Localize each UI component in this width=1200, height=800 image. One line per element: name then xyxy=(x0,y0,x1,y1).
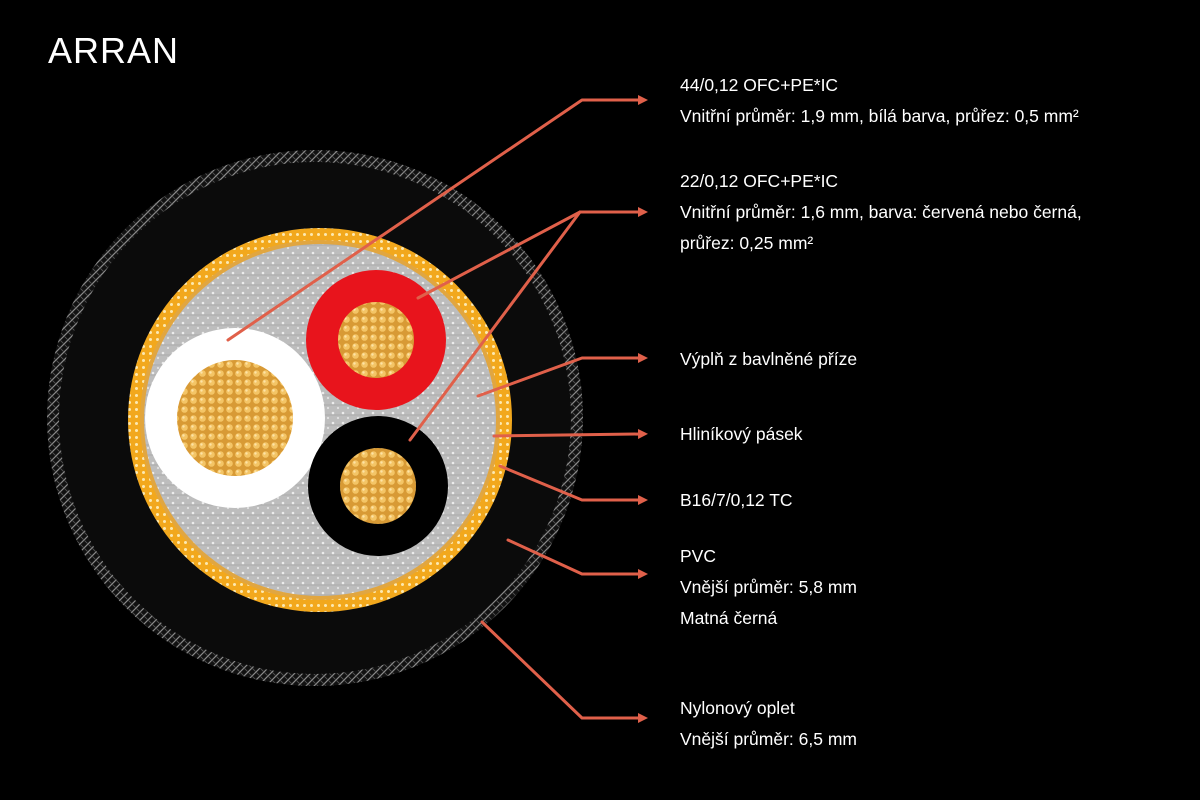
pointer-pvc-jacket xyxy=(506,538,648,579)
cable-section xyxy=(47,150,583,686)
label-line: Vnitřní průměr: 1,9 mm, bílá barva, průř… xyxy=(680,106,1079,126)
label-pvc-jacket: PVC Vnější průměr: 5,8 mm Matná černá xyxy=(680,541,857,634)
label-line: průřez: 0,25 mm² xyxy=(680,233,814,253)
pointer-cotton-filler xyxy=(476,353,648,398)
label-line: Vnitřní průměr: 1,6 mm, barva: červená n… xyxy=(680,202,1082,222)
label-cotton-filler: Výplň z bavlněné příze xyxy=(680,344,857,375)
white-conductor-core xyxy=(177,360,293,476)
label-nylon-braid: Nylonový oplet Vnější průměr: 6,5 mm xyxy=(680,693,857,755)
pointer-shield-braid xyxy=(498,464,648,505)
pointer-nylon-braid xyxy=(480,620,648,723)
label-line: Výplň z bavlněné příze xyxy=(680,349,858,369)
label-line: Vnější průměr: 5,8 mm xyxy=(680,577,857,597)
pointer-aluminium-tape xyxy=(492,429,648,440)
pointer-black-conductor xyxy=(408,210,582,442)
label-line: Vnější průměr: 6,5 mm xyxy=(680,729,857,749)
label-aluminium-tape: Hliníkový pásek xyxy=(680,419,803,450)
diagram-title: ARRAN xyxy=(48,30,180,71)
label-line: PVC xyxy=(680,546,716,566)
label-white-conductor: 44/0,12 OFC+PE*IC Vnitřní průměr: 1,9 mm… xyxy=(680,70,1079,132)
pointer-lines xyxy=(226,95,648,723)
red-conductor-core xyxy=(338,302,414,378)
label-line: 22/0,12 OFC+PE*IC xyxy=(680,171,839,191)
label-shield-braid: B16/7/0,12 TC xyxy=(680,485,793,516)
label-line: B16/7/0,12 TC xyxy=(680,490,793,510)
pointer-white-conductor xyxy=(226,95,648,342)
label-line: Nylonový oplet xyxy=(680,698,795,718)
label-red-black-conductors: 22/0,12 OFC+PE*IC Vnitřní průměr: 1,6 mm… xyxy=(680,166,1082,259)
label-line: Matná černá xyxy=(680,608,778,628)
black-conductor-core xyxy=(340,448,416,524)
label-line: 44/0,12 OFC+PE*IC xyxy=(680,75,839,95)
label-line: Hliníkový pásek xyxy=(680,424,803,444)
